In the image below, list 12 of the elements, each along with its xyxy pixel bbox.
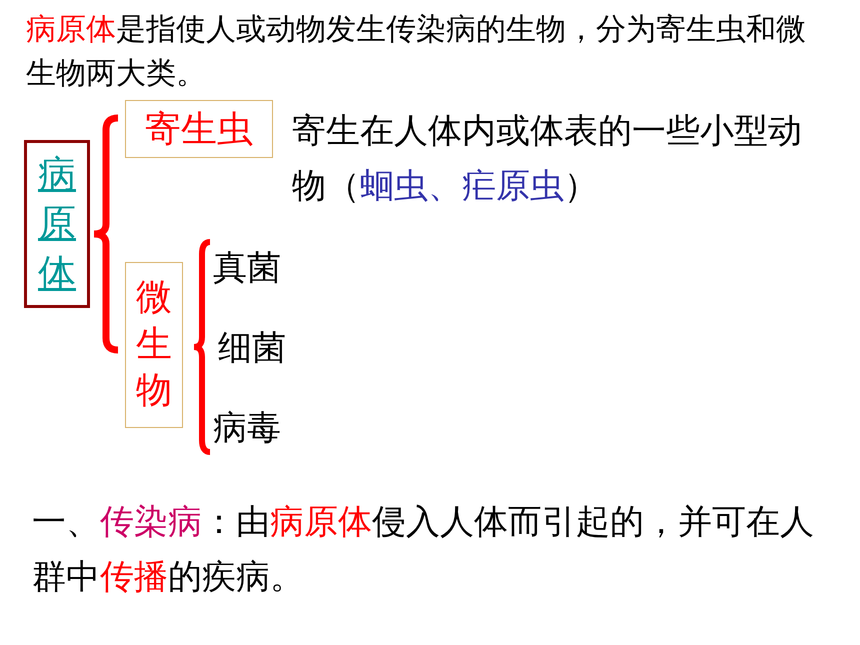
intro-text: 病原体是指使人或动物发生传染病的生物，分为寄生虫和微生物两大类。: [26, 11, 807, 93]
term-label: 微生物: [136, 276, 172, 414]
definition-text: 寄生在人体内或体表的一些小型动物（蛔虫、疟原虫）: [292, 110, 803, 208]
definition-text: 一、传染病：由病原体侵入人体而引起的，并可在人群中传播的疾病。: [32, 501, 815, 599]
term-label: 寄生虫: [145, 108, 253, 152]
term-box: [125, 100, 273, 158]
term-label: 病原体: [38, 150, 76, 297]
category-label: 病毒: [213, 407, 281, 450]
term-box: [24, 140, 90, 308]
category-label: 真菌: [213, 247, 281, 290]
term-box: [125, 262, 183, 428]
category-label: 细菌: [218, 327, 286, 370]
